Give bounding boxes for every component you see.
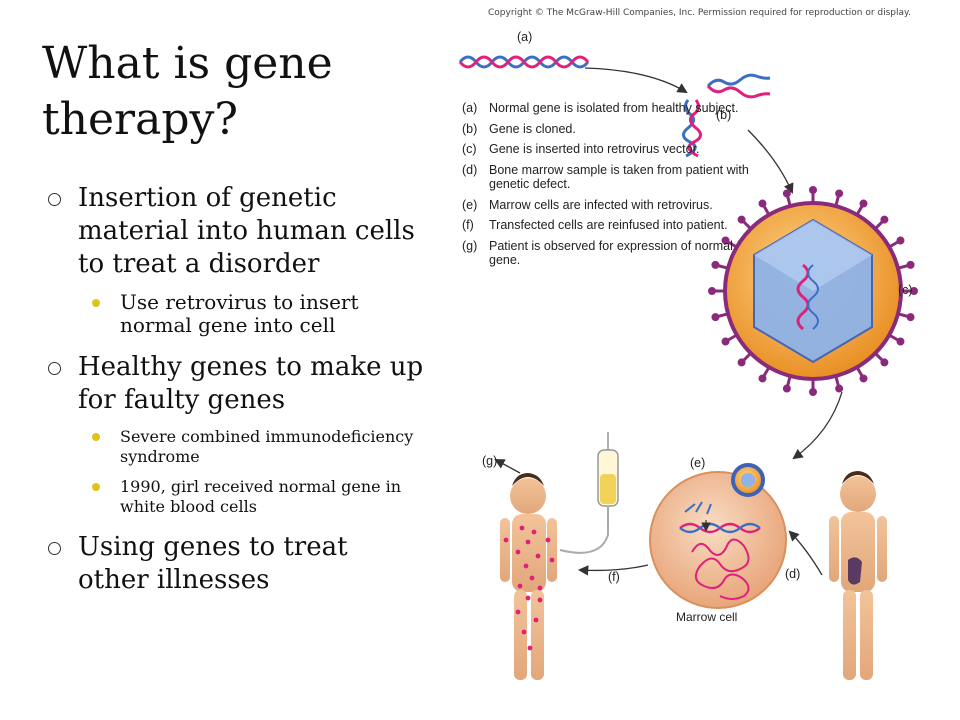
step-a: (a) Normal gene is isolated from healthy … — [462, 101, 752, 116]
patient-before-d-icon — [829, 471, 887, 680]
gene-therapy-diagram — [458, 55, 918, 680]
step-key: (c) — [462, 142, 477, 156]
step-legend: (a) Normal gene is isolated from healthy … — [462, 101, 752, 274]
step-text: Bone marrow sample is taken from patient… — [489, 162, 749, 192]
hollow-circle-bullet-icon — [48, 362, 61, 375]
dot-bullet-icon — [92, 433, 100, 441]
step-d: (d) Bone marrow sample is taken from pati… — [462, 163, 752, 192]
step-text: Marrow cells are infected with retroviru… — [489, 197, 713, 212]
step-text: Gene is cloned. — [489, 121, 576, 136]
patient-after-g-icon — [500, 473, 557, 680]
label-a: (a) — [517, 30, 533, 44]
step-c: (c) Gene is inserted into retrovirus vect… — [462, 142, 752, 157]
label-f: (f) — [608, 570, 620, 584]
sub-bullet-1990: 1990, girl received normal gene in white… — [78, 477, 424, 517]
step-key: (d) — [462, 162, 478, 177]
step-key: (e) — [462, 197, 478, 212]
dna-strand-a-icon — [458, 55, 590, 69]
step-text: Transfected cells are reinfused into pat… — [489, 218, 728, 232]
iv-bag-icon — [559, 432, 619, 554]
step-text: Patient is observed for expression of no… — [489, 238, 733, 268]
dot-bullet-icon — [92, 483, 100, 491]
label-d: (d) — [785, 567, 801, 581]
step-key: (a) — [462, 101, 478, 115]
sub-bullet-list: Severe combined immunodeficiency syndrom… — [78, 427, 424, 517]
step-g: (g) Patient is observed for expression of… — [462, 239, 752, 268]
step-text: Gene is inserted into retrovirus vector. — [489, 142, 700, 156]
page-title: What is gene therapy? — [42, 38, 333, 145]
bullet-text: Insertion of genetic material into human… — [78, 183, 415, 279]
bullet-text: Using genes to treat other illnesses — [78, 532, 348, 595]
sub-bullet-scid: Severe combined immunodeficiency syndrom… — [78, 427, 424, 467]
sub-bullet-retrovirus: Use retrovirus to insert normal gene int… — [78, 291, 424, 337]
step-e: (e) Marrow cells are infected with retrov… — [462, 198, 752, 213]
hollow-circle-bullet-icon — [48, 193, 61, 206]
sub-bullet-text: 1990, girl received normal gene in white… — [120, 477, 402, 516]
retrovirus-c-icon — [708, 186, 918, 396]
sub-bullet-text: Severe combined immunodeficiency syndrom… — [120, 427, 414, 466]
hollow-circle-bullet-icon — [48, 542, 61, 555]
bullet-text: Healthy genes to make up for faulty gene… — [78, 352, 424, 415]
step-key: (g) — [462, 238, 478, 253]
bullet-healthy-genes: Healthy genes to make up for faulty gene… — [44, 351, 424, 517]
sub-bullet-text: Use retrovirus to insert normal gene int… — [120, 290, 359, 337]
step-key: (b) — [462, 121, 478, 136]
copyright-notice: Copyright © The McGraw-Hill Companies, I… — [488, 8, 911, 18]
label-e: (e) — [690, 456, 706, 470]
step-b: (b) Gene is cloned. — [462, 122, 752, 137]
label-b: (b) — [716, 108, 732, 122]
bullet-list: Insertion of genetic material into human… — [44, 182, 424, 611]
step-key: (f) — [462, 218, 474, 232]
dot-bullet-icon — [92, 299, 100, 307]
bullet-other-illnesses: Using genes to treat other illnesses — [44, 531, 424, 597]
step-text: Normal gene is isolated from healthy sub… — [489, 101, 739, 115]
cloned-dna-b-icon — [682, 73, 771, 158]
label-c: (c) — [898, 283, 913, 297]
sub-bullet-list: Use retrovirus to insert normal gene int… — [78, 291, 424, 337]
marrow-cell-e-icon — [649, 463, 787, 609]
bullet-insertion: Insertion of genetic material into human… — [44, 182, 424, 337]
step-f: (f) Transfected cells are reinfused into … — [462, 218, 752, 233]
marrow-cell-label: Marrow cell — [676, 610, 738, 624]
label-g: (g) — [482, 454, 498, 468]
